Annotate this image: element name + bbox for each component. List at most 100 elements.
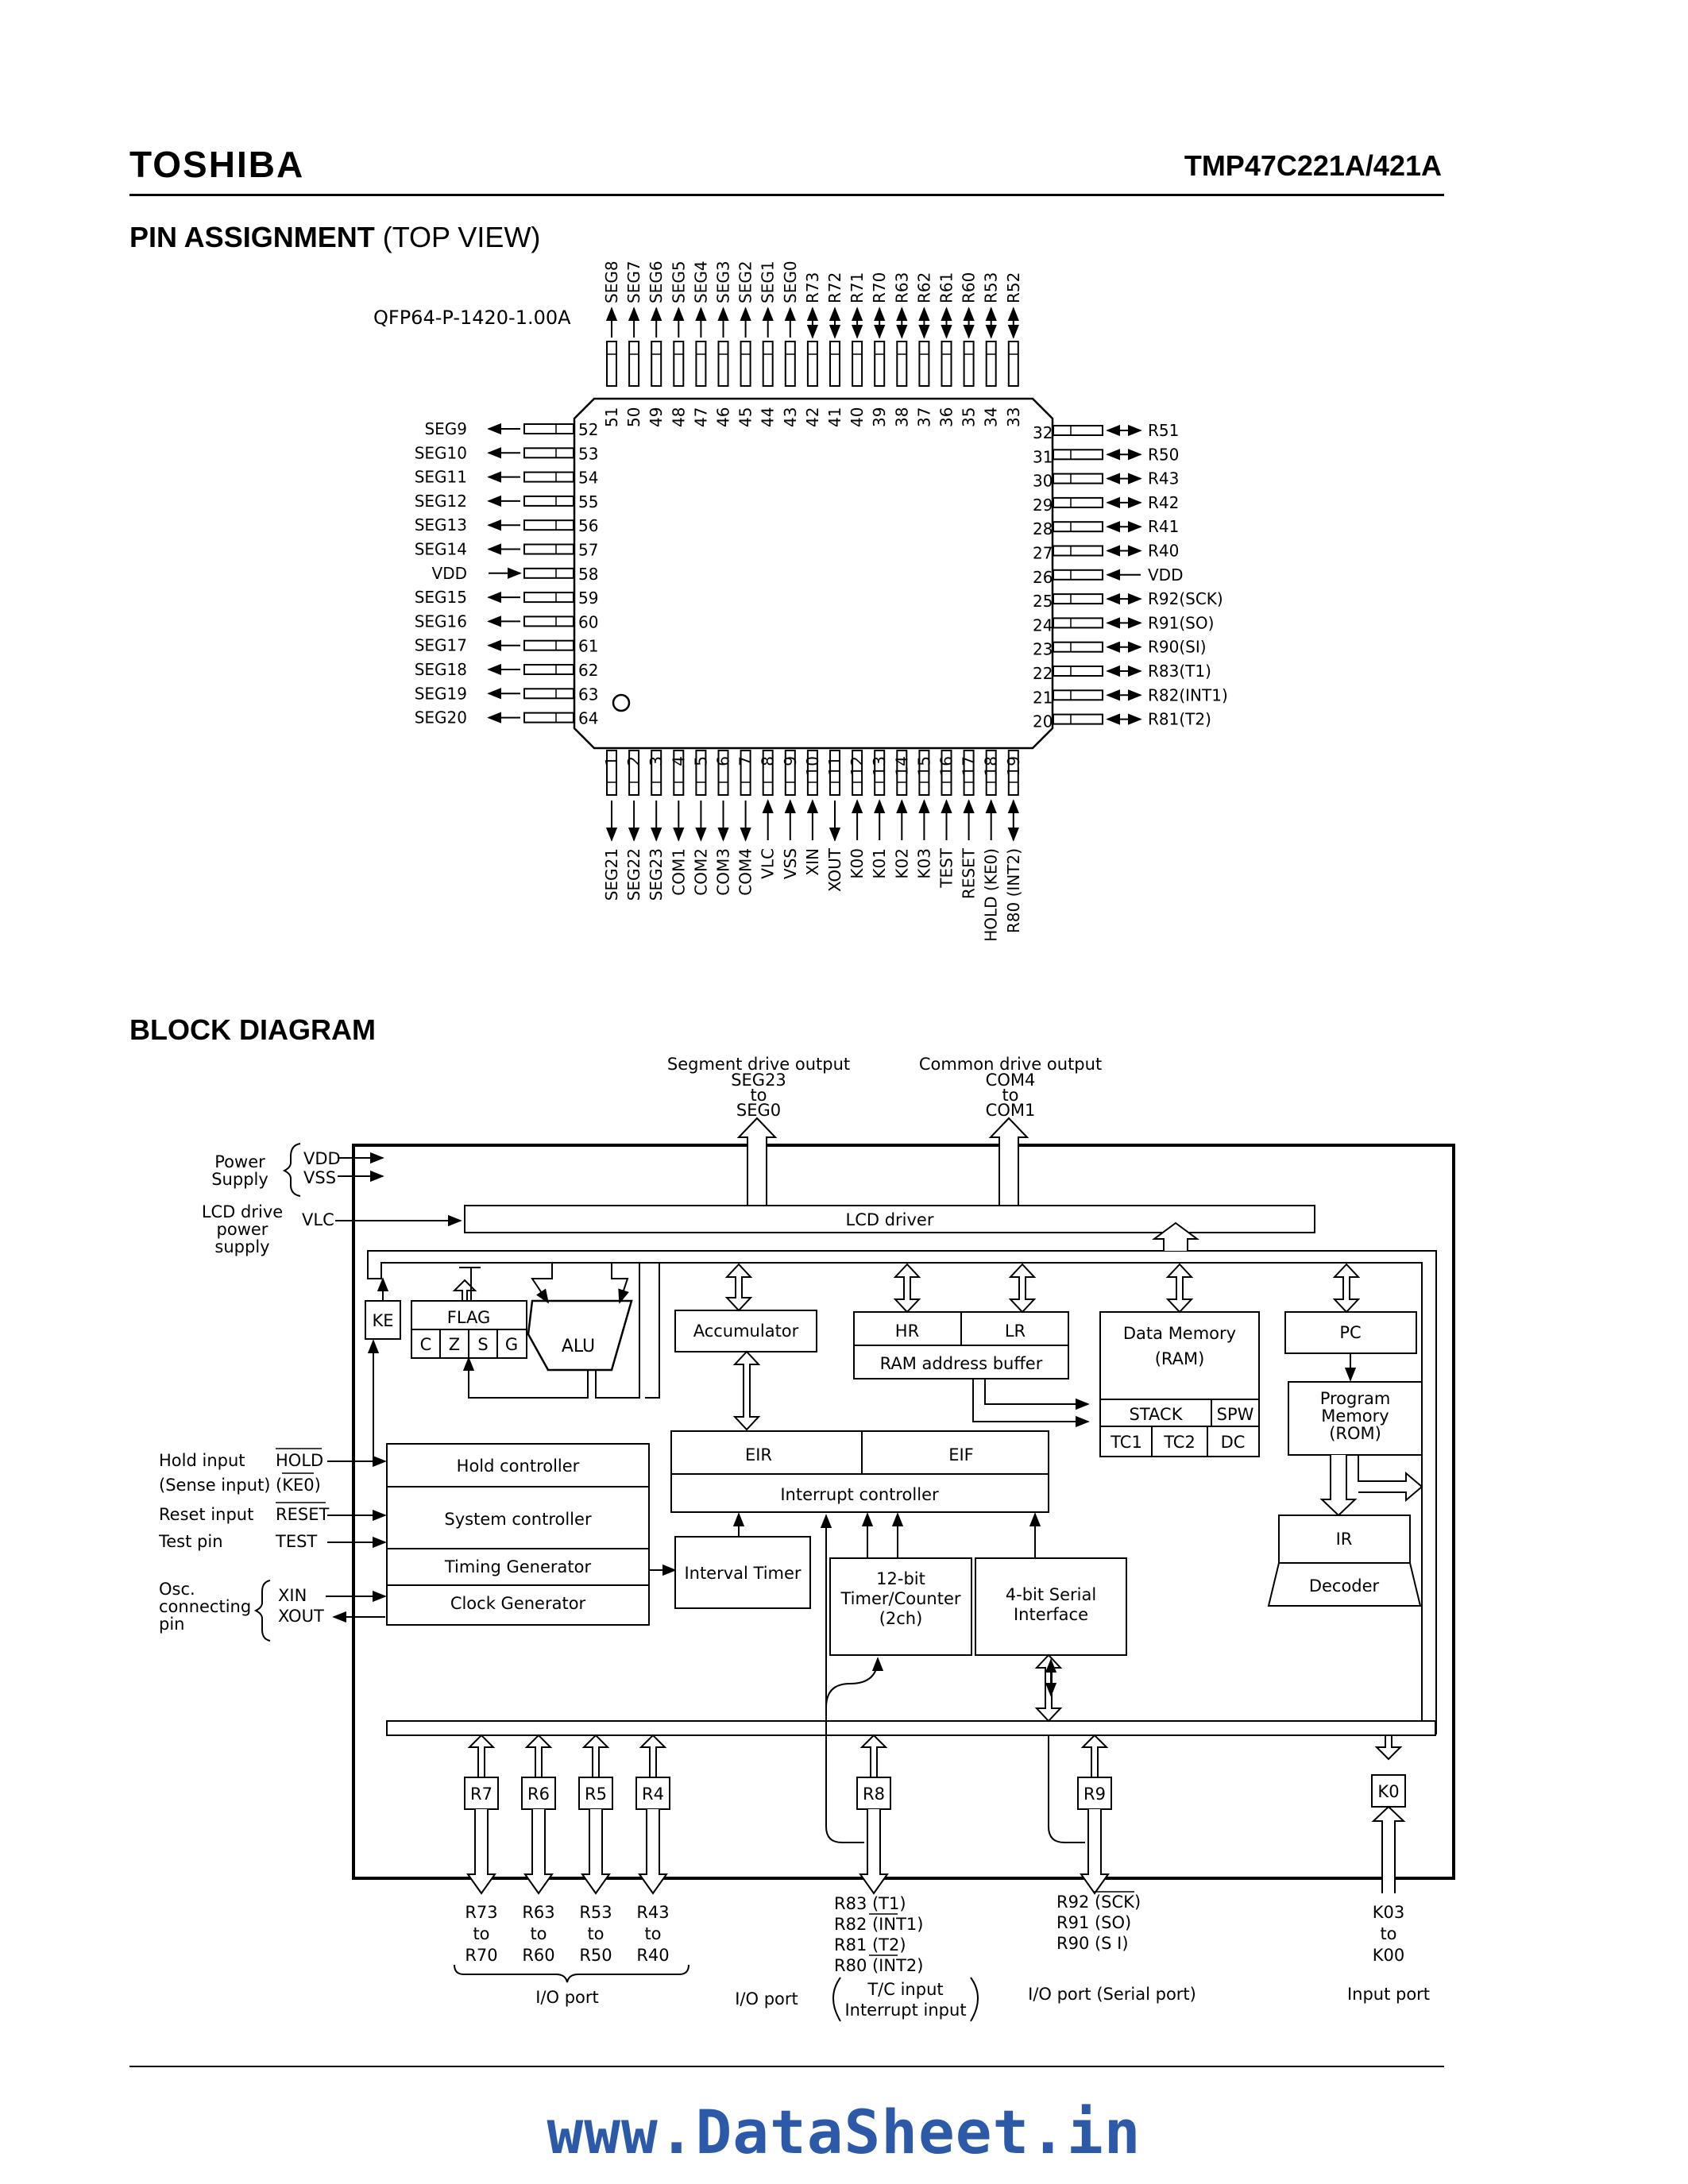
pin-number: 35 xyxy=(960,407,979,427)
footer-rule xyxy=(129,2066,1444,2067)
pin-number: 30 xyxy=(1033,472,1053,491)
com-output-range-hi: COM4 xyxy=(986,1071,1036,1090)
r8-pin-3: R81 (T2) xyxy=(834,1935,906,1954)
pin-number: 43 xyxy=(781,407,800,427)
eir-label: EIR xyxy=(745,1445,772,1464)
ke-label: KE xyxy=(372,1311,393,1330)
pin-label: COM1 xyxy=(669,848,688,896)
internal-bus-top xyxy=(367,1250,1437,1734)
serial-port-label: I/O port (Serial port) xyxy=(1028,1985,1196,2004)
pin-number: 52 xyxy=(578,420,598,439)
test-pin-label: Test pin xyxy=(158,1532,223,1551)
interrupt-input-label: Interrupt input xyxy=(844,2001,966,2020)
pin-r83-t1: R83(T1)22 xyxy=(1033,662,1211,683)
seg-output-label: Segment drive output xyxy=(667,1055,850,1074)
pins-right: R5132R5031R4330R4229R4128R4027VDD26R92(S… xyxy=(1033,421,1228,731)
pin-number: 39 xyxy=(870,407,889,427)
pin-label: R63 xyxy=(892,272,911,303)
pin-label: R50 xyxy=(1148,445,1179,464)
pin-number: 20 xyxy=(1033,712,1053,731)
ir-block xyxy=(1278,1515,1411,1564)
port-r7: R7 R73 to R70 xyxy=(464,1734,499,1965)
vdd-label: VDD xyxy=(303,1149,341,1168)
r9-pin-2: R91 (SO) xyxy=(1056,1913,1131,1932)
power-label: Power xyxy=(214,1152,265,1171)
pin-label: SEG15 xyxy=(415,588,467,607)
pin-assignment-diagram: QFP64-P-1420-1.00A SEG851SEG750SEG649SEG… xyxy=(373,260,1228,941)
ke-block xyxy=(365,1300,401,1340)
pin-number: 6 xyxy=(714,756,733,766)
pin-label: SEG11 xyxy=(415,468,467,487)
osc-label-3: pin xyxy=(159,1615,184,1634)
pin-number: 59 xyxy=(578,588,598,608)
timer-label-1: 12-bit xyxy=(876,1569,925,1588)
pin-title-text: PIN ASSIGNMENT xyxy=(129,221,375,253)
lcd-driver-label: LCD driver xyxy=(846,1210,934,1229)
xout-label: XOUT xyxy=(278,1607,324,1626)
pin-number: 24 xyxy=(1033,615,1053,635)
pin-label: SEG2 xyxy=(736,260,755,303)
lcd-bus-arrow xyxy=(1151,1221,1200,1251)
pin-number: 25 xyxy=(1033,592,1053,611)
pin-label: K01 xyxy=(870,848,889,879)
chip-outline xyxy=(352,1144,1455,1880)
pin-label: R71 xyxy=(848,272,867,303)
pin-number: 3 xyxy=(647,756,666,766)
pc-block xyxy=(1284,1311,1417,1354)
timer-label-3: (2ch) xyxy=(879,1609,923,1628)
brand-logo: TOSHIBA xyxy=(129,144,305,185)
pin-label: SEG3 xyxy=(714,260,733,303)
pin-number: 27 xyxy=(1033,544,1053,563)
r5-range-lo: R50 xyxy=(579,1946,612,1965)
pin-number: 60 xyxy=(578,612,598,631)
pin-title-suffix: (TOP VIEW) xyxy=(382,221,541,253)
pin-assignment-title: PIN ASSIGNMENT (TOP VIEW) xyxy=(129,221,540,254)
r5-range-to: to xyxy=(587,1924,604,1943)
ic-package-body xyxy=(573,397,1054,750)
flag-s: S xyxy=(477,1335,488,1354)
ram-address-label: RAM address buffer xyxy=(880,1354,1043,1373)
pin-label: SEG0 xyxy=(781,260,800,303)
pin-label: SEG5 xyxy=(669,260,688,303)
pin-number: 40 xyxy=(848,407,867,427)
pin-label: COM2 xyxy=(691,848,710,896)
r5-label: R5 xyxy=(585,1785,607,1804)
serial-label-1: 4-bit Serial xyxy=(1006,1585,1096,1604)
lcd-power-label-1: LCD drive xyxy=(202,1202,283,1221)
r6-label: R6 xyxy=(527,1785,550,1804)
pin-number: 58 xyxy=(578,565,598,584)
vss-label: VSS xyxy=(303,1168,336,1187)
r8-pin-1: R83 (T1) xyxy=(834,1894,906,1913)
hold-controller-label: Hold controller xyxy=(457,1457,580,1476)
pin-label: R72 xyxy=(825,272,844,303)
supply-label: Supply xyxy=(211,1170,268,1189)
power-brace xyxy=(282,1143,301,1197)
pin-number: 4 xyxy=(669,756,688,766)
pin-number: 62 xyxy=(578,661,598,680)
vlc-label: VLC xyxy=(302,1210,334,1229)
pin-seg15: SEG15 59 xyxy=(415,588,599,608)
pin-label: VDD xyxy=(432,564,467,583)
pin-label: SEG17 xyxy=(415,636,467,655)
pin-number: 41 xyxy=(825,407,844,427)
pin-number: 21 xyxy=(1033,688,1053,707)
io-port-label-2: I/O port xyxy=(735,1989,798,2008)
program-memory-label-3: (ROM) xyxy=(1329,1424,1381,1443)
pin-label: SEG18 xyxy=(415,660,467,679)
pin-number: 56 xyxy=(578,516,598,535)
pin-number: 17 xyxy=(960,756,979,776)
pin-number: 9 xyxy=(781,756,800,766)
r5-range-hi: R53 xyxy=(579,1903,612,1922)
pin-number: 47 xyxy=(691,407,710,427)
pin-number: 26 xyxy=(1033,568,1053,587)
pin-label: R90(SI) xyxy=(1148,638,1207,657)
pin-number: 42 xyxy=(803,407,822,427)
